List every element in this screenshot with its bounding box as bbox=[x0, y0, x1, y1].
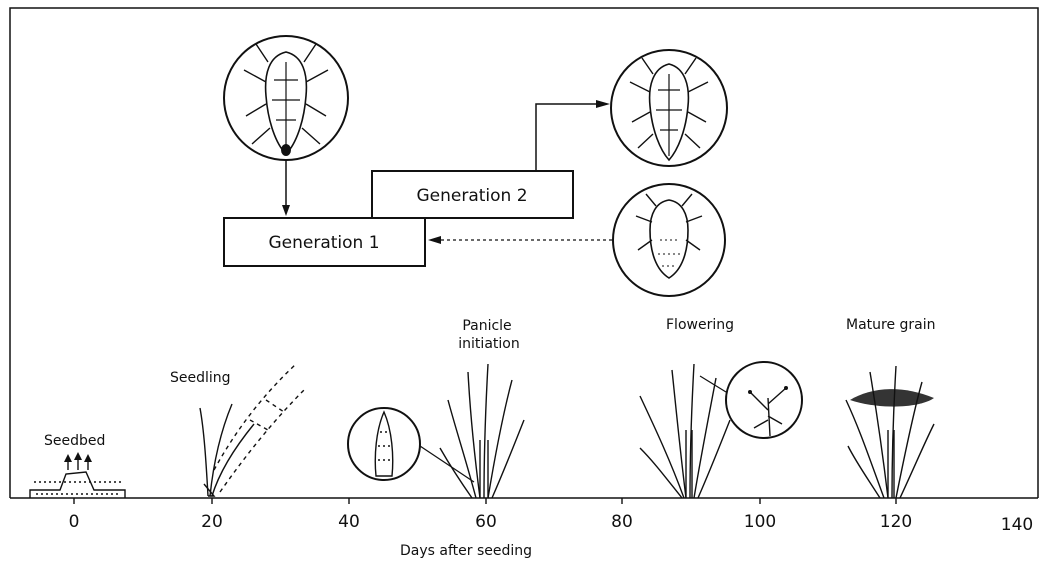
tick-label: 140 bbox=[1001, 515, 1033, 535]
arrow-nymph-to-generation-1 bbox=[428, 236, 612, 244]
flowering-label: Flowering bbox=[666, 317, 734, 333]
generation-2-box: Generation 2 bbox=[372, 171, 573, 218]
generation-1-label: Generation 1 bbox=[268, 233, 379, 253]
panicle-label-line1: Panicle bbox=[462, 318, 511, 334]
x-axis-title: Days after seeding bbox=[400, 543, 532, 559]
tick-label: 40 bbox=[338, 512, 360, 532]
arrow-generation-2-to-adult bbox=[536, 100, 610, 171]
leafhopper-adult-icon bbox=[224, 36, 348, 160]
leafhopper-adult-icon bbox=[611, 50, 727, 166]
generation-2-label: Generation 2 bbox=[416, 186, 527, 206]
tick-label: 20 bbox=[201, 512, 223, 532]
leafhopper-nymph-icon bbox=[613, 184, 725, 296]
mature-grain-plant bbox=[846, 366, 934, 498]
flowering-plant bbox=[640, 364, 730, 498]
seedling-label: Seedling bbox=[170, 370, 231, 386]
panicle-zoom-circle bbox=[348, 408, 474, 482]
mature-grain-label: Mature grain bbox=[846, 317, 936, 333]
seedbed-label: Seedbed bbox=[44, 433, 105, 449]
diagram-frame bbox=[10, 8, 1038, 498]
seedbed-illustration bbox=[30, 452, 125, 498]
flower-zoom-circle bbox=[700, 362, 802, 438]
tick-label: 100 bbox=[744, 512, 776, 532]
x-axis-ticks bbox=[74, 498, 896, 504]
tick-label: 80 bbox=[611, 512, 633, 532]
tick-label: 0 bbox=[69, 512, 80, 532]
panicle-initiation-plant bbox=[440, 364, 524, 498]
panicle-label-line2: initiation bbox=[458, 336, 519, 352]
arrow-adult-to-generation-1 bbox=[282, 160, 290, 216]
generation-1-box: Generation 1 bbox=[224, 218, 425, 266]
tick-label: 120 bbox=[880, 512, 912, 532]
tick-label: 60 bbox=[475, 512, 497, 532]
